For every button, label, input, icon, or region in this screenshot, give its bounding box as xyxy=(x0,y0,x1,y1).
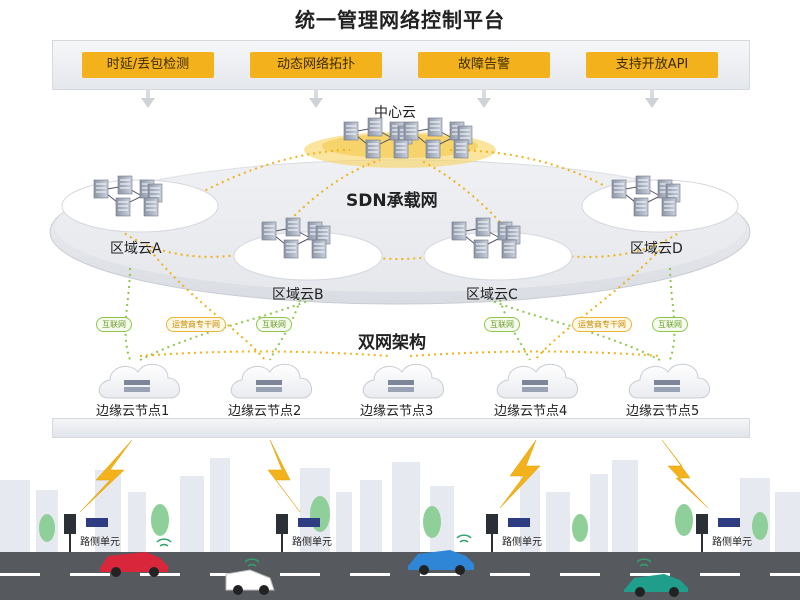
regional-cloud-c-label: 区域云C xyxy=(466,287,518,303)
internet-tag: 互联网 xyxy=(256,317,292,332)
regional-cloud-b-label: 区域云B xyxy=(272,287,324,303)
regional-cloud-d-label: 区域云D xyxy=(630,241,683,257)
center-cloud-label: 中心云 xyxy=(374,105,416,121)
edge-node-3-label: 边缘云节点3 xyxy=(360,404,434,419)
latency-loss-detection-button[interactable]: 时延/丢包检测 xyxy=(82,52,214,78)
open-api-button[interactable]: 支持开放API xyxy=(586,52,718,78)
carrier-line-tag: 运营商专干网 xyxy=(166,317,226,332)
sdn-carrier-label: SDN承载网 xyxy=(346,191,438,211)
dynamic-topology-button[interactable]: 动态网络拓扑 xyxy=(250,52,382,78)
carrier-line-tag: 运营商专干网 xyxy=(572,317,632,332)
edge-node-2-label: 边缘云节点2 xyxy=(228,404,302,419)
fault-alarm-button[interactable]: 故障告警 xyxy=(418,52,550,78)
regional-cloud-a-label: 区域云A xyxy=(110,241,162,257)
down-arrow-icon xyxy=(141,90,155,108)
edge-layer-bar xyxy=(52,418,750,438)
internet-tag: 互联网 xyxy=(96,317,132,332)
internet-tag: 互联网 xyxy=(484,317,520,332)
down-arrow-icon xyxy=(309,90,323,108)
internet-tag: 互联网 xyxy=(652,317,688,332)
roadside-unit-label: 路侧单元 xyxy=(292,537,332,548)
page-title: 统一管理网络控制平台 xyxy=(295,8,505,32)
down-arrow-icon xyxy=(645,90,659,108)
edge-node-1-label: 边缘云节点1 xyxy=(96,404,170,419)
edge-node-4-label: 边缘云节点4 xyxy=(494,404,568,419)
roadside-unit-label: 路侧单元 xyxy=(502,537,542,548)
edge-node-5-label: 边缘云节点5 xyxy=(626,404,700,419)
roadside-unit-label: 路侧单元 xyxy=(712,537,752,548)
dual-network-label: 双网架构 xyxy=(358,333,426,353)
down-arrow-icon xyxy=(477,90,491,108)
roadside-unit-label: 路侧单元 xyxy=(80,537,120,548)
